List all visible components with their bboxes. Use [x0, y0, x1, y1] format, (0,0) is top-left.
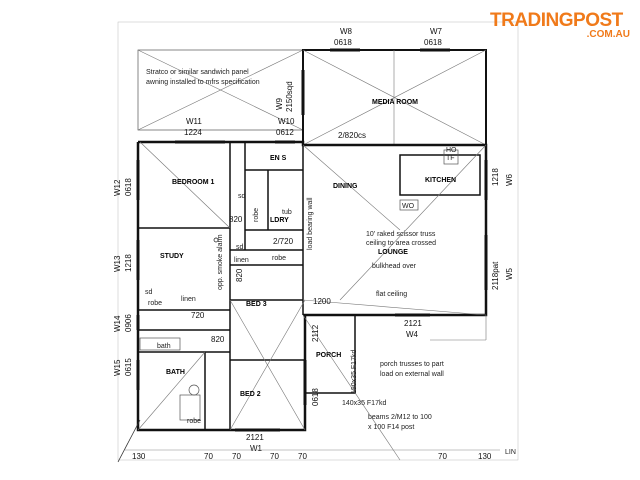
window-w8-size: 0618 — [334, 38, 352, 47]
tradingpost-logo: TRADINGPOST .COM.AU — [490, 10, 630, 50]
window-w2-size: 2112 — [311, 324, 320, 342]
media-room-outline — [302, 49, 487, 146]
bottom-dim-1: 130 — [132, 452, 146, 461]
door-label-820b: 820 — [235, 268, 244, 282]
room-bed2: BED 2 — [240, 391, 261, 398]
window-w10-label: W10 — [278, 117, 295, 126]
window-w13-size: 1218 — [124, 254, 133, 272]
door-label-820c: 820 — [211, 335, 225, 344]
awning-note-2: awning installed to mfrs specification — [146, 79, 260, 86]
bath-tub-label: bath — [157, 343, 171, 350]
room-laundry: LDRY — [270, 217, 289, 224]
truss-note-2: ceiling to area crossed — [366, 240, 436, 247]
window-w11-label: W11 — [186, 117, 202, 126]
room-porch: PORCH — [316, 352, 341, 359]
room-bath: BATH — [166, 369, 185, 376]
room-study: STUDY — [160, 253, 184, 260]
room-lounge: LOUNGE — [378, 249, 408, 256]
sd-label-2: sd — [236, 244, 244, 251]
wo-label: WO — [402, 203, 415, 210]
window-w7-label: W7 — [430, 27, 443, 36]
sd-label-3: sd — [145, 289, 153, 296]
window-w5-label: W5 — [505, 267, 514, 280]
window-w3-size: 0618 — [311, 388, 320, 406]
robe-label-3: robe — [148, 300, 162, 307]
robe-label-1: robe — [253, 208, 260, 222]
lin-label: LIN — [505, 449, 516, 456]
window-w6-label: W6 — [505, 173, 514, 186]
door-label-2820: 2/820cs — [338, 131, 366, 140]
bottom-dim-6: 70 — [438, 452, 447, 461]
window-w14-size: 0906 — [124, 314, 133, 332]
bottom-dim-7: 130 — [478, 452, 492, 461]
window-w1-size: 2121 — [246, 433, 264, 442]
door-label-2720: 2/720 — [273, 237, 294, 246]
window-w13-label: W13 — [113, 255, 122, 272]
logo-sub-text: .COM.AU — [586, 29, 630, 40]
tf-label: TF — [446, 155, 455, 162]
post-size-label: 190x35 F17kd — [351, 350, 358, 394]
window-w12-size: 0618 — [124, 178, 133, 196]
bottom-dim-3: 70 — [232, 452, 241, 461]
porch-note-1: porch trusses to part — [380, 361, 444, 368]
window-w11-size: 1224 — [184, 128, 202, 137]
room-media: MEDIA ROOM — [372, 99, 418, 106]
window-w4-label: W4 — [406, 330, 419, 339]
tub-label: tub — [282, 209, 292, 216]
load-bearing-wall-label: load bearing wall — [307, 197, 314, 250]
beams-note-1: beams 2/M12 to 100 — [368, 414, 432, 421]
porch-note-2: load on external wall — [380, 371, 444, 378]
bulkhead-label: bulkhead over — [372, 263, 417, 270]
room-ensuite: EN S — [270, 155, 287, 162]
robe-label-2: robe — [272, 255, 286, 262]
window-w8-label: W8 — [340, 27, 353, 36]
window-w15-size: 0615 — [124, 358, 133, 376]
awning-note-1: Stratco or similar sandwich panel — [146, 69, 249, 76]
window-w4-size: 2121 — [404, 319, 422, 328]
window-w7-size: 0618 — [424, 38, 442, 47]
interior-walls — [138, 142, 481, 430]
lintel-label: 140x35 F17kd — [342, 400, 386, 407]
window-w1-label: W1 — [250, 444, 263, 453]
room-bedroom1: BEDROOM 1 — [172, 179, 215, 186]
ho-label: HO — [446, 147, 457, 154]
room-bed3: BED 3 — [246, 301, 267, 308]
door-label-820a: 820 — [229, 215, 243, 224]
window-w12-label: W12 — [113, 179, 122, 196]
bottom-dim-5: 70 — [298, 452, 307, 461]
sd-label-1: sd — [238, 193, 246, 200]
bottom-dim-4: 70 — [270, 452, 279, 461]
window-w10-size: 0612 — [276, 128, 294, 137]
linen-label-1: linen — [234, 257, 249, 264]
logo-main-text: TRADINGPOST — [490, 10, 623, 31]
room-dining: DINING — [333, 183, 358, 190]
truss-note-1: 10' raked scissor truss — [366, 231, 436, 238]
smoke-alarm-label: opp. smoke alarm — [217, 234, 224, 290]
window-markers — [136, 48, 488, 432]
leader-line — [117, 419, 141, 463]
window-w5-size: 2118pat — [491, 261, 500, 290]
window-w9-size: 2150sqd — [285, 81, 294, 112]
fixtures — [139, 149, 459, 421]
window-w15-label: W15 — [113, 359, 122, 376]
roof-lines — [137, 141, 487, 431]
window-w14-label: W14 — [113, 315, 122, 332]
room-kitchen: KITCHEN — [425, 177, 456, 184]
window-w9-label: W9 — [275, 97, 284, 110]
door-label-720: 720 — [191, 311, 205, 320]
robe-label-4: robe — [187, 418, 201, 425]
beams-note-2: x 100 F14 post — [368, 424, 414, 431]
window-w6-size: 1218 — [491, 168, 500, 186]
bottom-dim-2: 70 — [204, 452, 213, 461]
door-label-1200: 1200 — [313, 297, 331, 306]
linen-label-2: linen — [181, 296, 196, 303]
flat-ceiling-label: flat ceiling — [376, 291, 407, 298]
